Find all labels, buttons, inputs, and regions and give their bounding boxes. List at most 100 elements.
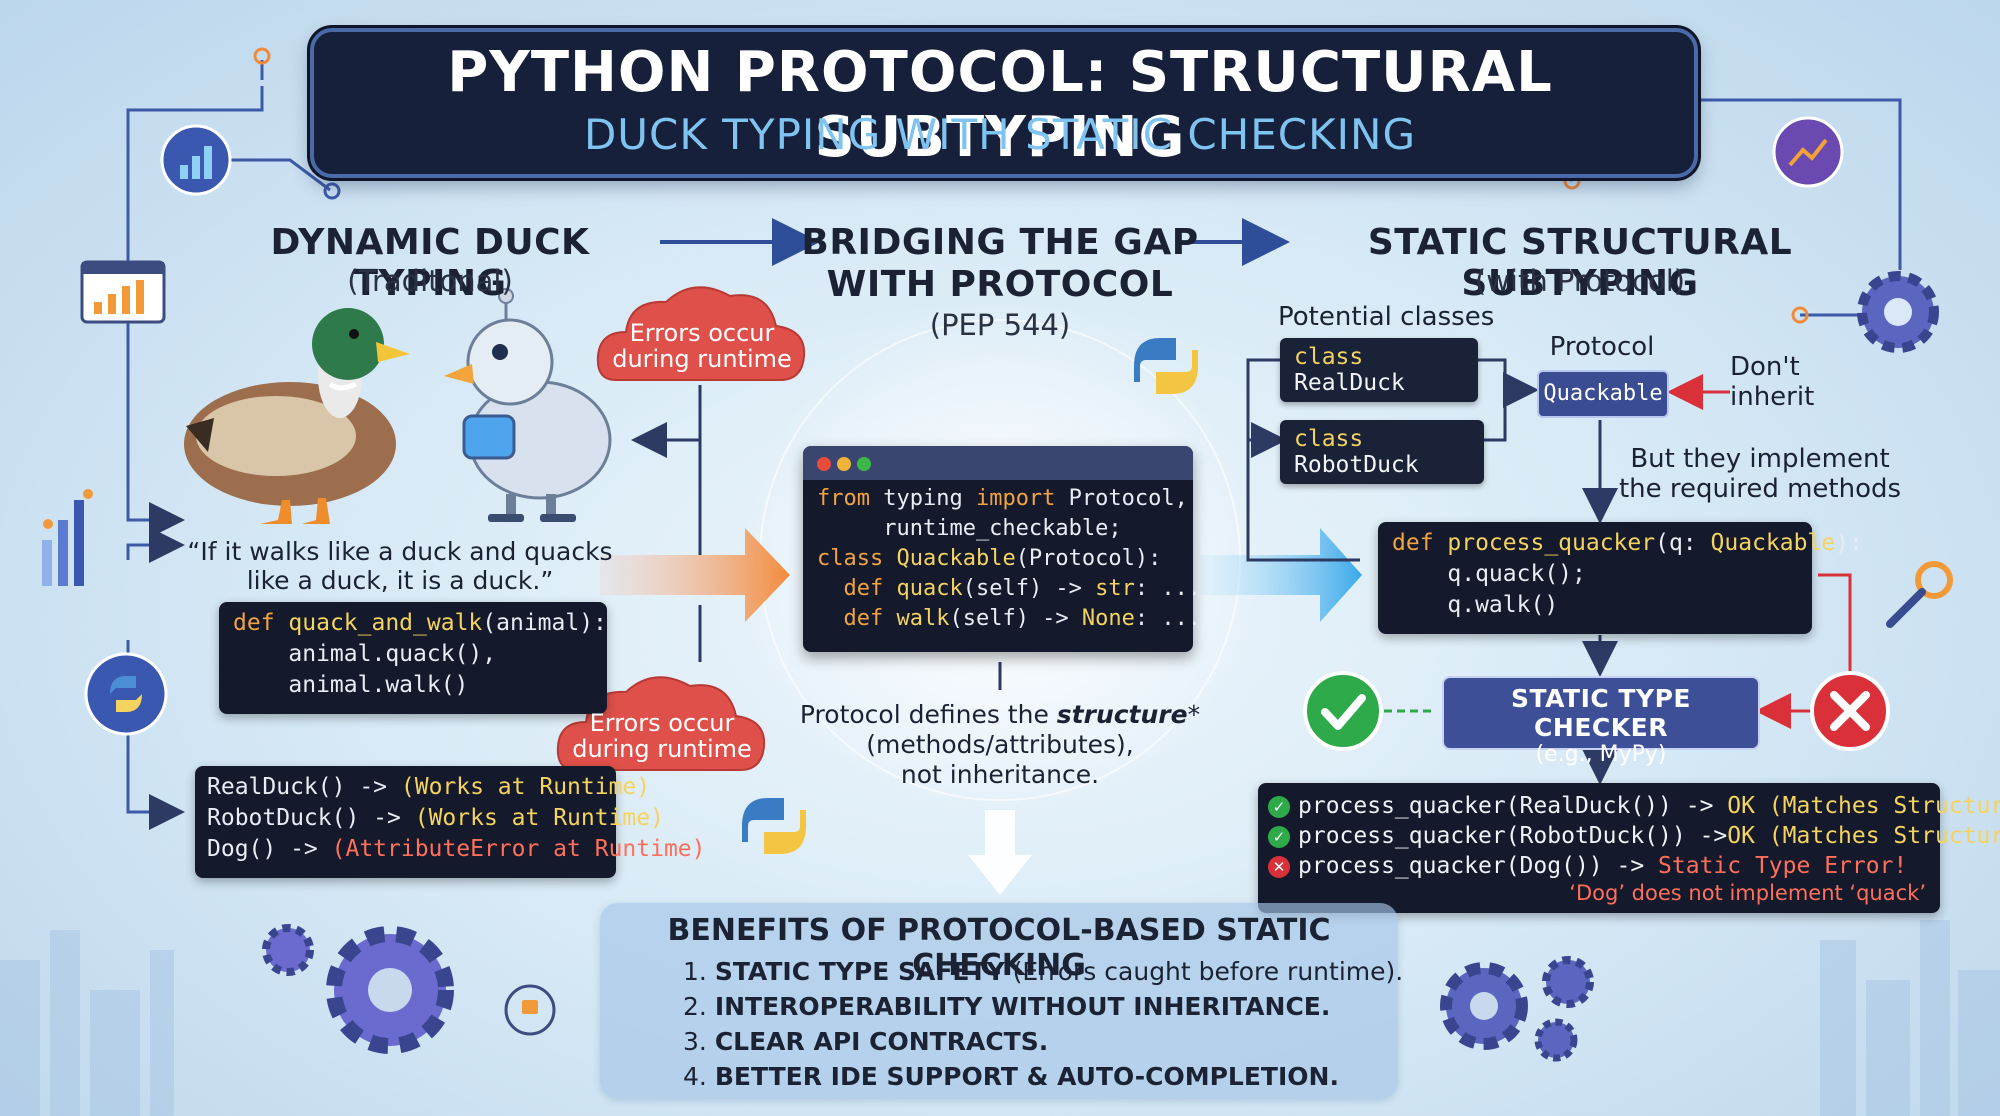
keyword-class: class bbox=[1294, 426, 1364, 452]
mallard-duck-illustration bbox=[184, 308, 410, 524]
code-line: runtime_checkable; bbox=[817, 516, 1122, 541]
class-name: Quackable bbox=[883, 546, 1016, 571]
browser-window-icon bbox=[80, 260, 166, 324]
keyword-def: def bbox=[817, 576, 884, 601]
keyword-def: def bbox=[817, 606, 884, 631]
minimize-dot-icon bbox=[837, 457, 851, 471]
bars-icon-left bbox=[42, 489, 93, 586]
python-logo-icon-left bbox=[84, 652, 168, 736]
result-call: RobotDuck() -> bbox=[207, 805, 415, 831]
static-result-row: ✓ process_quacker(RobotDuck()) ->OK (Matc… bbox=[1268, 821, 2000, 851]
cloud-text-line: Errors occur bbox=[629, 319, 775, 347]
code-line: def quack_and_walk(animal): bbox=[233, 608, 607, 639]
note-line: But they implement bbox=[1630, 444, 1890, 474]
keyword-import: import bbox=[975, 486, 1056, 511]
check-icon: ✓ bbox=[1268, 825, 1290, 848]
benefit-detail: (Errors caught before runtime). bbox=[1004, 957, 1404, 986]
dynamic-subheading: (Traditonal) bbox=[347, 264, 513, 298]
protocol-definition: Protocol defines the structure* (methods… bbox=[790, 700, 1210, 790]
result-outcome: (Works at Runtime) bbox=[414, 805, 664, 831]
python-logo-icon-top bbox=[1134, 338, 1198, 394]
code-line: from typing import Protocol, bbox=[817, 484, 1188, 514]
type-name: str bbox=[1095, 576, 1135, 601]
benefit-item: 3. CLEAR API CONTRACTS. bbox=[683, 1027, 1048, 1056]
type-name: Quackable bbox=[1710, 530, 1836, 556]
benefit-number: 1. bbox=[683, 957, 715, 986]
cloud-text-line: Errors occur bbox=[589, 709, 735, 737]
runtime-result-row: RobotDuck() -> (Works at Runtime) bbox=[207, 803, 664, 834]
cloud-bottom-text: Errors occur during runtime bbox=[560, 710, 764, 762]
type-name: None bbox=[1081, 606, 1135, 631]
error-detail: ‘Dog’ does not implement ‘quack’ bbox=[1569, 881, 1926, 905]
pep-subheading: (PEP 544) bbox=[929, 308, 1071, 342]
code-line: q.quack(); bbox=[1392, 561, 1586, 587]
cloud-text-line: during runtime bbox=[572, 735, 752, 763]
benefit-item: 2. INTEROPERABILITY WITHOUT INHERITANCE. bbox=[683, 992, 1330, 1021]
runtime-result-row: Dog() -> (AttributeError at Runtime) bbox=[207, 834, 706, 865]
result-outcome: (Works at Runtime) bbox=[400, 774, 651, 800]
definition-text: Protocol defines the bbox=[799, 700, 1057, 729]
result-outcome: (AttributeError at Runtime) bbox=[331, 836, 706, 862]
trend-chart-icon bbox=[1772, 116, 1844, 188]
duck-quote-line-2: like a duck, it is a duck.” bbox=[246, 566, 554, 595]
runtime-result-row: RealDuck() -> (Works at Runtime) bbox=[207, 772, 650, 803]
benefit-heading: BETTER IDE SUPPORT & AUTO-COMPLETION. bbox=[714, 1062, 1339, 1091]
benefit-heading: CLEAR API CONTRACTS. bbox=[714, 1027, 1049, 1056]
benefit-number: 3. bbox=[683, 1027, 715, 1056]
dont-inherit-note: Don't inherit bbox=[1730, 352, 1840, 412]
bridging-heading-line: WITH PROTOCOL bbox=[826, 264, 1174, 305]
cloud-text-line: during runtime bbox=[612, 345, 792, 373]
result-call: process_quacker(Dog()) -> bbox=[1298, 853, 1659, 879]
check-icon: ✓ bbox=[1268, 795, 1290, 818]
code-text: ): bbox=[1835, 530, 1863, 556]
class-name: RealDuck bbox=[1294, 370, 1405, 396]
result-outcome: OK (Matches Structure) bbox=[1727, 823, 2000, 849]
maximize-dot-icon bbox=[857, 457, 871, 471]
keyword-def: def bbox=[1392, 530, 1434, 556]
lock-icon bbox=[504, 984, 556, 1036]
duck-quote: “If it walks like a duck and quacks like… bbox=[170, 537, 630, 595]
function-name: quack bbox=[883, 576, 963, 601]
runtime-to-protocol-arrow bbox=[600, 528, 790, 622]
window-titlebar bbox=[803, 446, 1193, 480]
result-call: RealDuck() -> bbox=[207, 774, 401, 800]
code-text: : ... bbox=[1134, 606, 1202, 631]
page-subtitle: DUCK TYPING WITH STATIC CHECKING bbox=[583, 110, 1417, 159]
static-heading: STATIC STRUCTURAL SUBTYPING bbox=[1367, 222, 1793, 304]
definition-line: not inheritance. bbox=[900, 760, 1100, 789]
benefits-panel bbox=[600, 903, 1398, 1099]
code-text: (Protocol): bbox=[1015, 546, 1162, 571]
result-call: process_quacker(RealDuck()) -> bbox=[1298, 793, 1728, 819]
robot-duck-illustration bbox=[444, 288, 612, 522]
code-text: (self) -> bbox=[949, 606, 1082, 631]
gear-icon-bottom-left bbox=[262, 924, 454, 1054]
protocol-to-static-arrow bbox=[1200, 528, 1362, 622]
result-call: process_quacker(RobotDuck()) -> bbox=[1298, 823, 1728, 849]
benefits-title: BENEFITS OF PROTOCOL-BASED STATIC CHECKI… bbox=[667, 913, 1331, 983]
note-line: Don't bbox=[1730, 352, 1800, 382]
potential-classes-label: Potential classes bbox=[1278, 302, 1495, 332]
result-call: Dog() -> bbox=[207, 836, 332, 862]
note-line: the required methods bbox=[1618, 474, 1902, 504]
code-line: def process_quacker(q: Quackable): bbox=[1392, 528, 1863, 559]
static-result-row: ✕process_quacker(Dog()) -> Static Type E… bbox=[1268, 851, 1907, 881]
definition-text: * bbox=[1187, 700, 1201, 729]
class-realduck: class RealDuck bbox=[1280, 338, 1478, 402]
code-text: (animal): bbox=[482, 610, 607, 636]
bridging-heading-line: BRIDGING THE GAP bbox=[801, 222, 1199, 263]
x-circle-icon bbox=[1810, 671, 1890, 751]
static-result-row: ✓process_quacker(RealDuck()) -> OK (Matc… bbox=[1268, 791, 2000, 821]
close-dot-icon bbox=[817, 457, 831, 471]
code-text: (self) -> bbox=[962, 576, 1096, 601]
x-icon: ✕ bbox=[1268, 855, 1290, 878]
gear-icon-top-right bbox=[1857, 271, 1939, 353]
static-type-checker-box: STATIC TYPE CHECKER (e.g., MyPy) bbox=[1442, 676, 1760, 767]
code-line: q.walk() bbox=[1392, 592, 1559, 618]
quackable-protocol-box: Quackable bbox=[1537, 370, 1669, 418]
definition-emphasis: structure bbox=[1056, 700, 1188, 729]
benefit-item: 4. BETTER IDE SUPPORT & AUTO-COMPLETION. bbox=[683, 1062, 1339, 1091]
code-line: animal.walk() bbox=[233, 672, 469, 698]
dynamic-heading: DYNAMIC DUCK TYPING bbox=[270, 222, 590, 304]
duck-typing-code: def quack_and_walk(animal): animal.quack… bbox=[219, 602, 607, 714]
